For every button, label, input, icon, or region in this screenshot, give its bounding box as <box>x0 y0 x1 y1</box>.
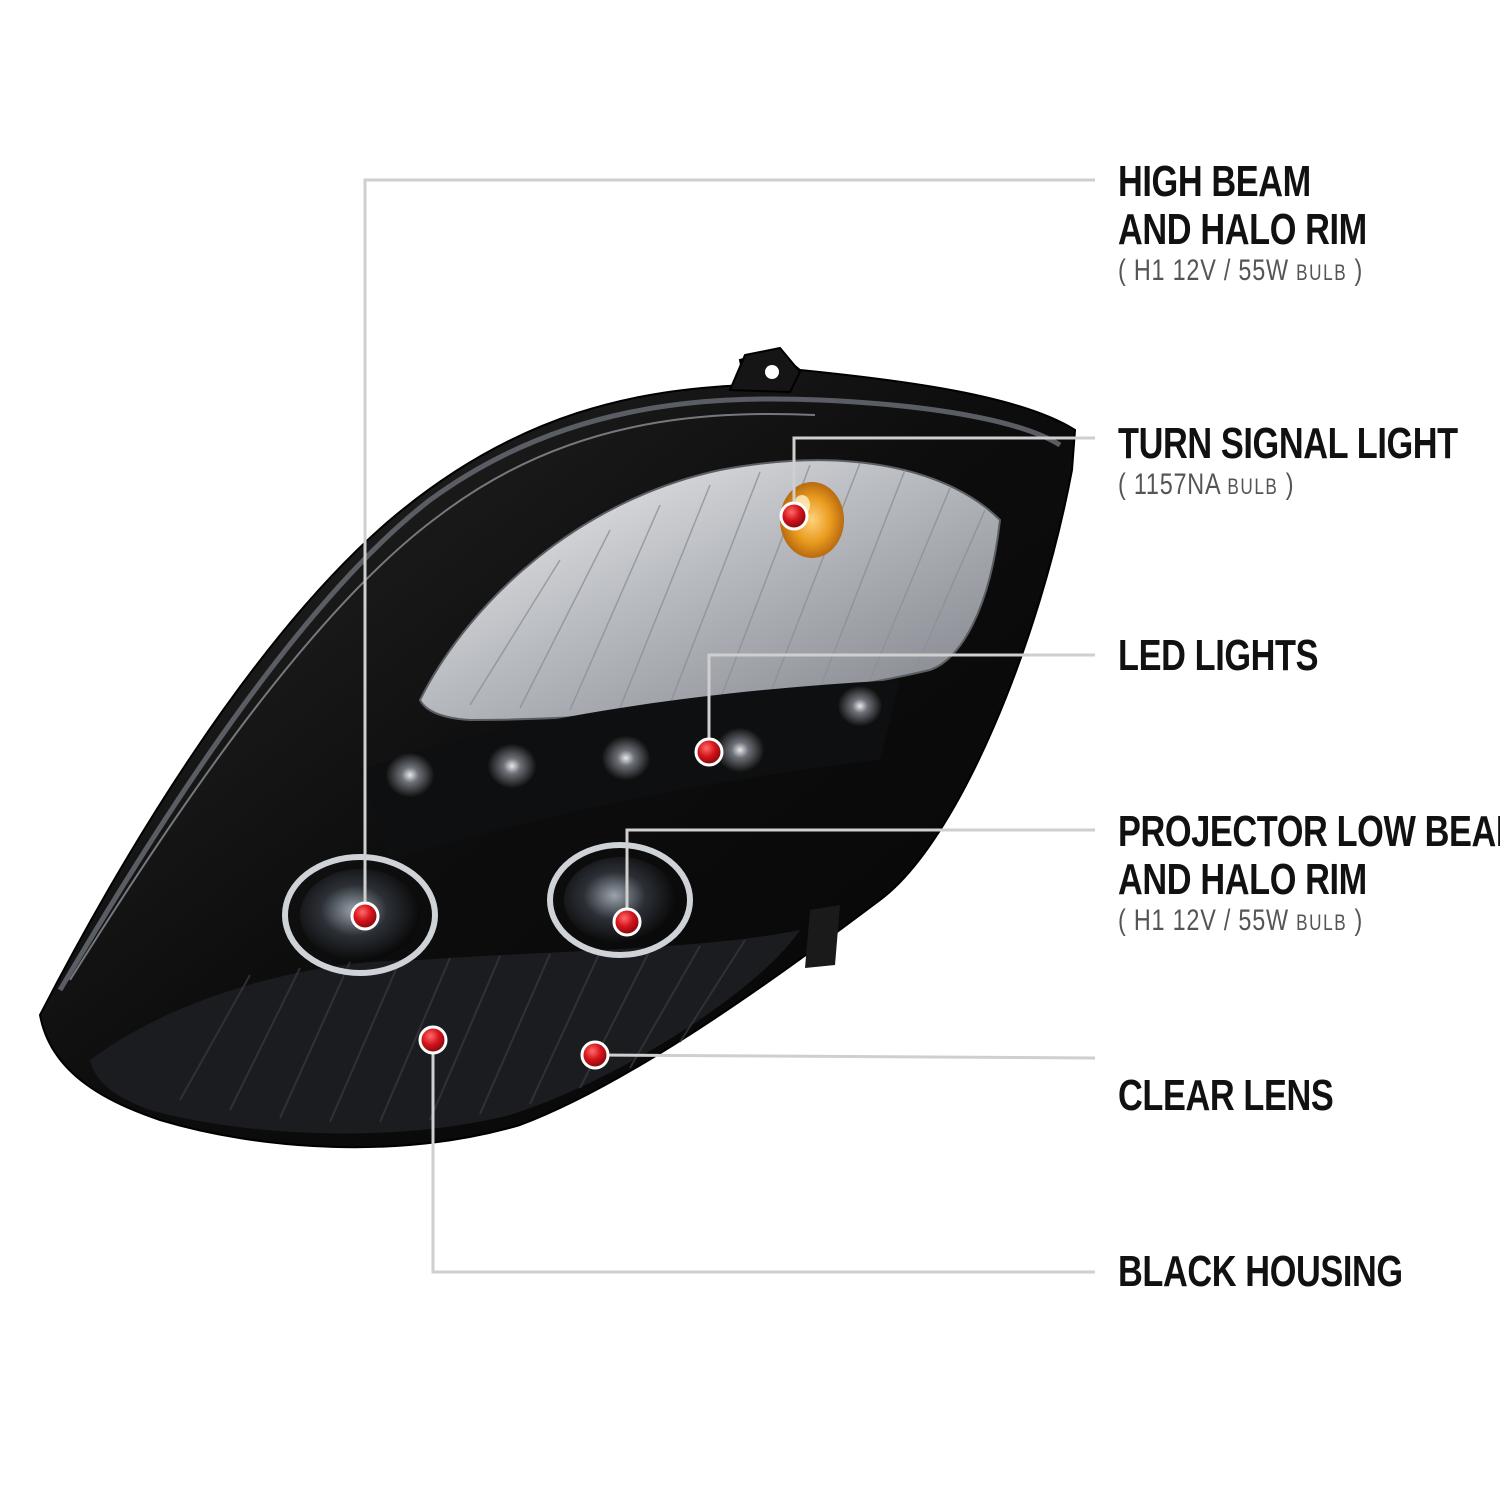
callout-spec: ( 1157NA BULB ) <box>1118 468 1295 501</box>
leader-line-black-housing <box>431 1040 1095 1274</box>
marker-low-beam <box>612 907 642 937</box>
callout-title-line: CLEAR LENS <box>1118 1071 1334 1120</box>
clear-lens-area <box>90 930 800 1134</box>
projector-low-beam <box>547 842 693 958</box>
mounting-hole <box>765 365 779 379</box>
halo-rim-high <box>282 854 438 976</box>
led-pod-4 <box>716 728 764 772</box>
callout-markers <box>350 501 809 1070</box>
spec-value: H1 12V / 55W <box>1133 904 1289 937</box>
callout-title-line: HIGH BEAM <box>1118 157 1311 206</box>
callout-title-line: AND HALO RIM <box>1118 205 1367 254</box>
housing-top-rim <box>57 396 1062 992</box>
marker-high-beam <box>350 901 380 931</box>
marker-led <box>694 737 724 767</box>
led-pod-5 <box>838 686 882 726</box>
mounting-tab <box>728 346 802 394</box>
marker-turn-signal <box>779 501 809 531</box>
marker-black-housing <box>418 1025 448 1055</box>
callout-title-line: TURN SIGNAL LIGHT <box>1118 419 1458 468</box>
leader-line-turn-signal <box>792 436 1095 516</box>
callout-title-line: PROJECTOR LOW BEAM <box>1118 807 1500 856</box>
leader-lines <box>363 178 1096 1274</box>
leader-line-high-beam <box>363 178 1095 916</box>
leader-line-low-beam <box>625 828 1095 922</box>
led-strip <box>360 680 900 860</box>
callout-spec: ( H1 12V / 55W BULB ) <box>1118 254 1364 287</box>
lower-ribbed-panel <box>90 930 800 1134</box>
led-pod-3 <box>602 736 650 780</box>
housing-edge-highlight <box>69 412 816 981</box>
led-pod-1 <box>386 753 434 797</box>
callout-title-line: AND HALO RIM <box>1118 855 1367 904</box>
spec-bulb: BULB <box>1296 910 1348 935</box>
callout-title-line: LED LIGHTS <box>1118 631 1319 680</box>
halo-rim-low <box>547 842 693 958</box>
callout-led-lights: LED LIGHTS <box>1118 631 1319 680</box>
spec-value: 1157NA <box>1133 468 1221 501</box>
rear-connector <box>805 905 840 968</box>
callout-spec: ( H1 12V / 55W BULB ) <box>1118 904 1364 937</box>
spec-bulb: BULB <box>1296 260 1348 285</box>
lens-ribs <box>179 939 746 1123</box>
projector-lens-low <box>564 857 676 943</box>
leader-line-led <box>707 653 1095 752</box>
marker-clear-lens <box>580 1040 610 1070</box>
led-pod-2 <box>488 744 536 788</box>
callout-clear-lens: CLEAR LENS <box>1118 1071 1334 1120</box>
callout-low-beam: PROJECTOR LOW BEAM AND HALO RIM ( H1 12V… <box>1118 808 1500 940</box>
callout-turn-signal: TURN SIGNAL LIGHT ( 1157NA BULB ) <box>1118 420 1458 504</box>
callout-title-line: BLACK HOUSING <box>1118 1247 1403 1296</box>
callout-high-beam: HIGH BEAM AND HALO RIM ( H1 12V / 55W BU… <box>1118 158 1367 290</box>
spec-bulb: BULB <box>1227 474 1279 499</box>
spec-value: H1 12V / 55W <box>1133 254 1289 287</box>
callout-black-housing: BLACK HOUSING <box>1118 1248 1403 1296</box>
leader-line-clear-lens <box>594 1053 1096 1060</box>
